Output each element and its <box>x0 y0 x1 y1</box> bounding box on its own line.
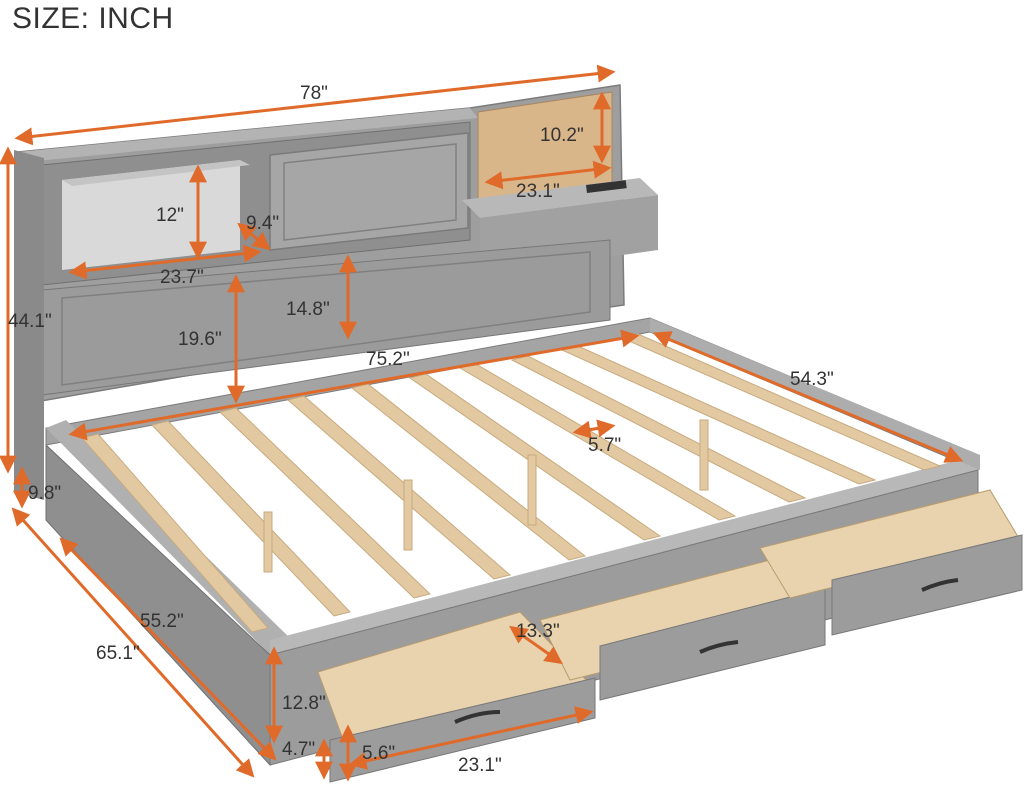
dim-drawer-depth: 13.3" <box>516 621 560 642</box>
dim-headboard-panel: 14.8" <box>286 299 330 320</box>
dim-cork-height: 10.2" <box>540 125 584 146</box>
dim-overall-width: 78" <box>300 83 328 104</box>
size-unit-title: SIZE: INCH <box>12 2 174 35</box>
dim-cork-width: 23.1" <box>516 181 560 202</box>
dim-side-inner: 55.2" <box>140 611 184 632</box>
dim-drawer-width: 23.1" <box>458 755 502 776</box>
dim-shelf-gap: 9.4" <box>246 213 280 234</box>
dim-leg-clearance: 4.7" <box>282 739 316 760</box>
dim-shelf-height: 12" <box>156 205 184 226</box>
dimension-arrows <box>0 64 964 782</box>
dim-slat-gap: 5.7" <box>588 435 622 456</box>
dim-inner-width: 54.3" <box>790 369 834 390</box>
dim-inner-length: 75.2" <box>366 349 410 370</box>
dim-drawer-front-height: 5.6" <box>362 743 396 764</box>
dim-overall-height: 44.1" <box>8 311 52 332</box>
dim-overall-depth: 65.1" <box>96 643 140 664</box>
dim-rail-height: 9.8" <box>28 483 62 504</box>
dim-shelf-width: 23.7" <box>160 267 204 288</box>
dim-headboard-to-rails: 19.6" <box>178 329 222 350</box>
dim-drawer-height: 12.8" <box>282 693 326 714</box>
